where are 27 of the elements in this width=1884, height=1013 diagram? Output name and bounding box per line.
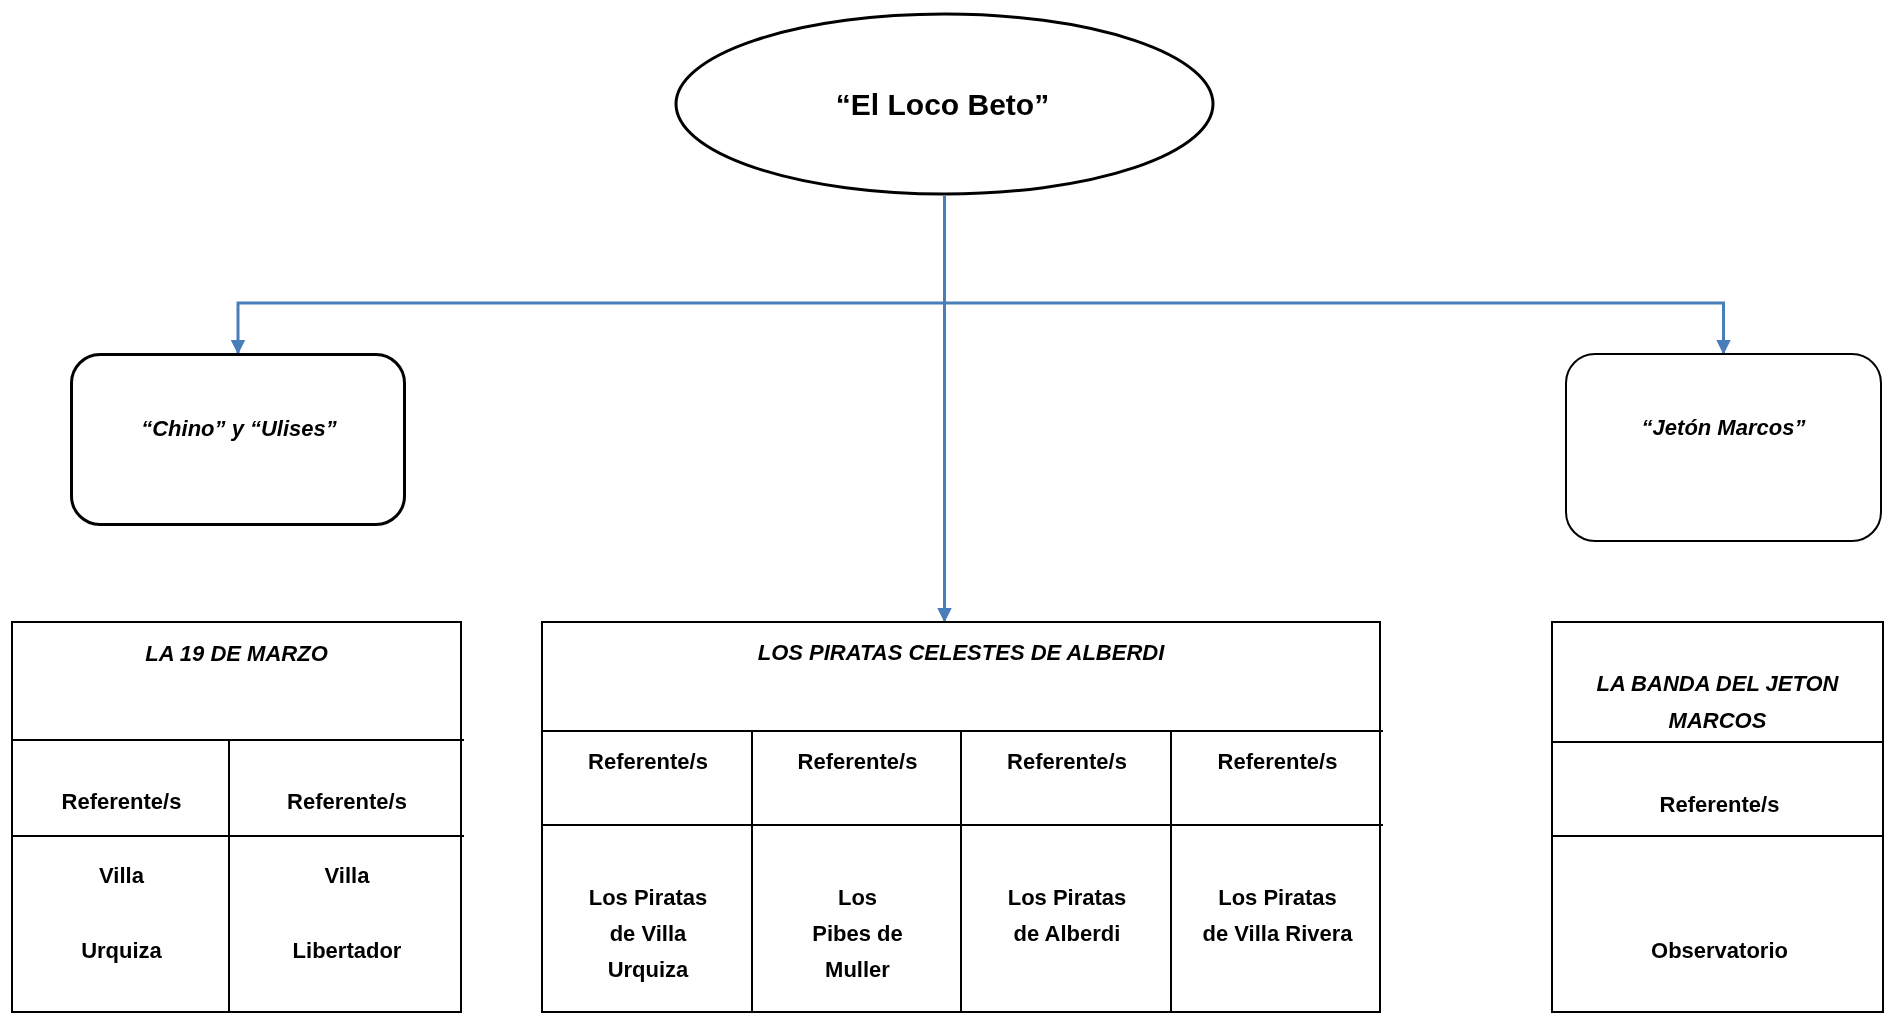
group-name: Los Piratas de Alberdi (1006, 884, 1128, 948)
table-title: LOS PIRATAS CELESTES DE ALBERDI (756, 638, 1166, 667)
rounded-box (70, 353, 406, 526)
node-title: “El Loco Beto” (834, 86, 1051, 123)
group-table (1551, 621, 1884, 1013)
referent-heading: Referente/s (796, 748, 919, 776)
group-name: Los Piratas de Villa Urquiza (587, 884, 709, 984)
referent-heading: Referente/s (286, 788, 408, 816)
rounded-box (1565, 353, 1882, 542)
group-table (541, 621, 1381, 1013)
referent-heading: Referente/s (1658, 791, 1781, 819)
node-title: “Jetón Marcos” (1640, 413, 1807, 442)
referent-heading: Referente/s (1006, 748, 1128, 776)
group-table (11, 621, 462, 1013)
group-name: Los Piratas de Villa Rivera (1202, 884, 1353, 948)
neighborhood-name: Observatorio (1650, 937, 1789, 965)
connector-arrow (937, 196, 952, 623)
table-title: LA 19 DE MARZO (144, 639, 329, 668)
table-title: LA BANDA DEL JETON MARCOS (1595, 669, 1840, 735)
node-title: “Chino” y “Ulises” (140, 414, 338, 443)
referent-heading: Referente/s (60, 788, 183, 816)
neighborhood-name: Villa Urquiza (80, 861, 163, 965)
group-name: Los Pibes de Muller (811, 884, 904, 984)
ellipse-node (674, 12, 1215, 196)
referent-heading: Referente/s (587, 748, 709, 776)
referent-heading: Referente/s (1216, 748, 1339, 776)
neighborhood-name: Villa Libertador (291, 861, 403, 965)
